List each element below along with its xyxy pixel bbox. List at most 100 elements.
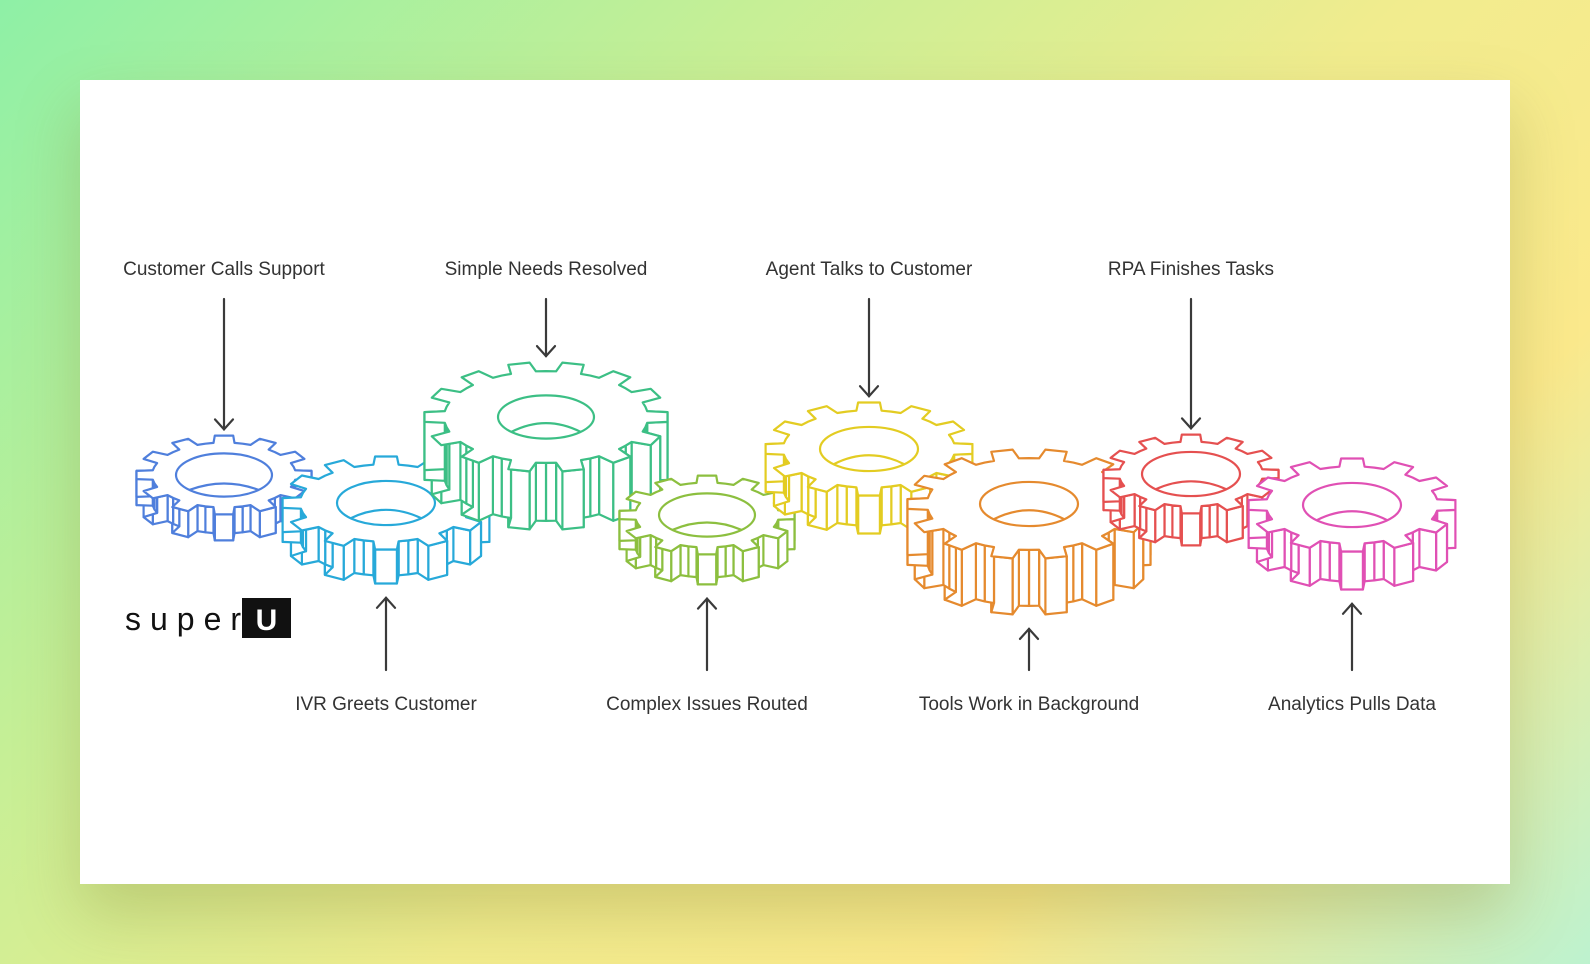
gear-wall xyxy=(544,461,558,522)
arrow-tools-work-in-background xyxy=(1018,627,1040,672)
gear-wall xyxy=(1319,539,1331,582)
gear-hole-inner-edge xyxy=(833,454,905,466)
gear-face-outline xyxy=(423,361,669,473)
gear-face-fill xyxy=(1248,458,1456,552)
gear-hole-inner-edge xyxy=(350,508,422,520)
logo-wordmark: super xyxy=(125,601,250,637)
gear-wall xyxy=(1180,512,1202,547)
arrow-agent-talks-to-customer xyxy=(858,297,880,398)
gears-layer xyxy=(135,361,1457,616)
step-label-tools-work-in-background: Tools Work in Background xyxy=(919,694,1139,715)
gear-wall xyxy=(687,545,698,579)
gear-hole xyxy=(657,492,757,538)
gear-wall xyxy=(880,485,893,527)
gear-hole-inner-edge xyxy=(1316,510,1388,522)
gear-hole xyxy=(818,425,920,473)
gear-wall xyxy=(534,461,548,522)
arrow-head xyxy=(1341,602,1363,615)
labels-layer: Customer Calls Support IVR Greets Custom… xyxy=(123,259,1436,715)
gear-wall xyxy=(362,539,375,577)
gear-wall xyxy=(762,534,780,570)
gear-face-outline xyxy=(1247,457,1457,553)
arrow-ivr-greets-customer xyxy=(375,596,397,672)
gear-face-outline xyxy=(618,474,796,556)
gear-face-fill xyxy=(619,475,795,555)
gear-wall xyxy=(477,455,494,522)
step-label-customer-calls-support: Customer Calls Support xyxy=(123,259,325,280)
gear-face-outline xyxy=(281,455,491,551)
gear-wall xyxy=(491,455,503,518)
gear-hole xyxy=(174,452,274,498)
gear-face-fill xyxy=(765,402,973,496)
gear-wall xyxy=(213,513,235,542)
gear-wall xyxy=(1017,548,1031,608)
gear-wall xyxy=(1339,550,1365,591)
gear-wall xyxy=(353,537,365,576)
arrow-head xyxy=(1180,417,1202,431)
logo-box xyxy=(242,598,291,638)
step-label-simple-needs-resolved: Simple Needs Resolved xyxy=(445,259,648,280)
gear-wall xyxy=(1200,504,1211,540)
gear-hole xyxy=(1301,481,1403,529)
gear-wall xyxy=(241,504,252,534)
gear-wall xyxy=(1044,555,1068,616)
gear-wall xyxy=(233,505,244,535)
gears-process-diagram: Customer Calls Support IVR Greets Custom… xyxy=(123,259,1457,715)
gear-wall xyxy=(716,545,727,579)
step-label-ivr-greets-customer: IVR Greets Customer xyxy=(295,694,477,715)
step-label-analytics-pulls-data: Analytics Pulls Data xyxy=(1268,694,1436,715)
gear-wall xyxy=(597,455,615,522)
gear-wall xyxy=(1027,548,1041,608)
arrow-head xyxy=(213,418,235,432)
gear-wall xyxy=(974,542,986,603)
gear-wall xyxy=(836,483,848,526)
gear-wall xyxy=(1418,527,1438,572)
arrow-head xyxy=(375,596,397,609)
gear-wall xyxy=(724,544,735,578)
gear-wall xyxy=(1072,542,1084,603)
gear-hole-inner-edge xyxy=(993,509,1065,521)
gear-face-fill xyxy=(136,435,312,515)
arrow-rpa-finishes-tasks xyxy=(1180,297,1202,431)
gear-hole xyxy=(1140,450,1242,498)
gear-wall xyxy=(452,525,472,566)
gear-hole-inner-edge xyxy=(672,521,742,531)
step-label-rpa-finishes-tasks: RPA Finishes Tasks xyxy=(1108,259,1274,280)
gear-wall xyxy=(679,544,690,578)
gear-wall xyxy=(561,468,585,531)
gear-wall xyxy=(374,548,398,585)
arrow-complex-issues-routed xyxy=(696,596,718,672)
gear-wall xyxy=(1328,541,1341,583)
gear-wall xyxy=(960,542,978,607)
gear-wall xyxy=(1095,542,1115,607)
gear-face-fill xyxy=(1103,434,1279,514)
gear-wall xyxy=(741,545,760,583)
step-label-complex-issues-routed: Complex Issues Routed xyxy=(606,694,808,715)
gear-wall xyxy=(589,455,601,518)
gear-side-walls xyxy=(281,496,491,585)
gear-hole-inner-edge xyxy=(510,422,582,433)
gear-face-outline xyxy=(906,448,1152,560)
arrow-customer-calls-support xyxy=(213,297,235,432)
arrow-head xyxy=(1018,627,1040,640)
superu-logo: super U xyxy=(125,598,291,638)
gear-wall xyxy=(1373,539,1385,582)
gear-wall xyxy=(204,505,215,535)
gear-face-fill xyxy=(907,449,1151,559)
gear-wall xyxy=(1080,542,1098,607)
gear-customer-calls-support xyxy=(135,434,313,542)
gear-side-walls xyxy=(423,410,669,531)
gear-face-outline xyxy=(1102,433,1280,515)
gear-hole xyxy=(496,394,596,440)
gear-face-fill xyxy=(424,362,668,472)
logo-box-letter: U xyxy=(256,604,278,637)
gear-simple-needs-resolved xyxy=(423,361,669,531)
gear-hole xyxy=(978,480,1080,528)
arrow-head xyxy=(535,345,557,358)
gear-wall xyxy=(1171,504,1182,540)
arrow-analytics-pulls-data xyxy=(1341,602,1363,672)
arrows-layer xyxy=(213,297,1363,672)
gear-tools-work-in-background xyxy=(906,448,1152,616)
gear-wall xyxy=(1393,541,1415,587)
arrow-simple-needs-resolved xyxy=(535,297,557,358)
